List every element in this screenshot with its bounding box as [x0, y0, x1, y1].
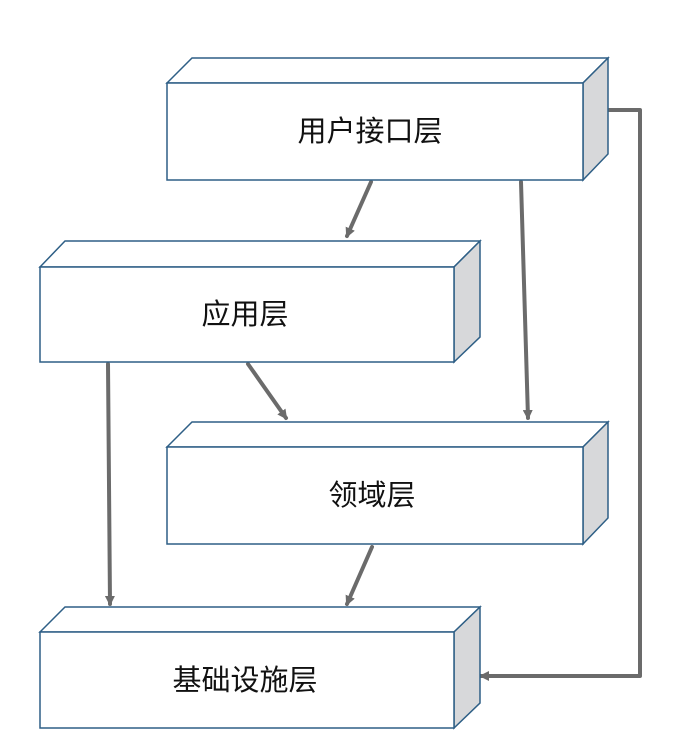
layer-box-infrastructure-front [39, 631, 455, 729]
layer-box-user-interface: 用户接口层 [165, 56, 610, 182]
layer-box-domain-top [165, 421, 610, 448]
layer-box-user-interface-top [165, 57, 610, 84]
layer-box-application-top [38, 240, 482, 268]
layer-box-domain-front [166, 446, 584, 545]
layer-label-domain: 领域层 [328, 478, 415, 512]
layer-box-domain: 领域层 [165, 420, 610, 546]
layer-box-application-front [39, 266, 455, 363]
layer-label-user-interface: 用户接口层 [297, 114, 442, 148]
layer-box-infrastructure-top [38, 606, 482, 633]
arrows-group [104, 108, 642, 681]
arrow-domain-to-infrastructure [345, 545, 374, 606]
layer-label-application: 应用层 [201, 297, 288, 331]
arrow-application-to-domain [246, 362, 288, 420]
layer-label-infrastructure: 基础设施层 [172, 663, 317, 697]
arrow-ui-to-domain [519, 180, 533, 420]
layer-box-user-interface-front [166, 82, 584, 181]
arrow-ui-to-application [345, 180, 373, 238]
layer-box-application: 应用层 [38, 239, 482, 364]
layer-box-infrastructure: 基础设施层 [38, 605, 482, 730]
arrow-ui-to-infrastructure [479, 108, 642, 681]
arrow-application-to-infrastructure [104, 362, 115, 606]
